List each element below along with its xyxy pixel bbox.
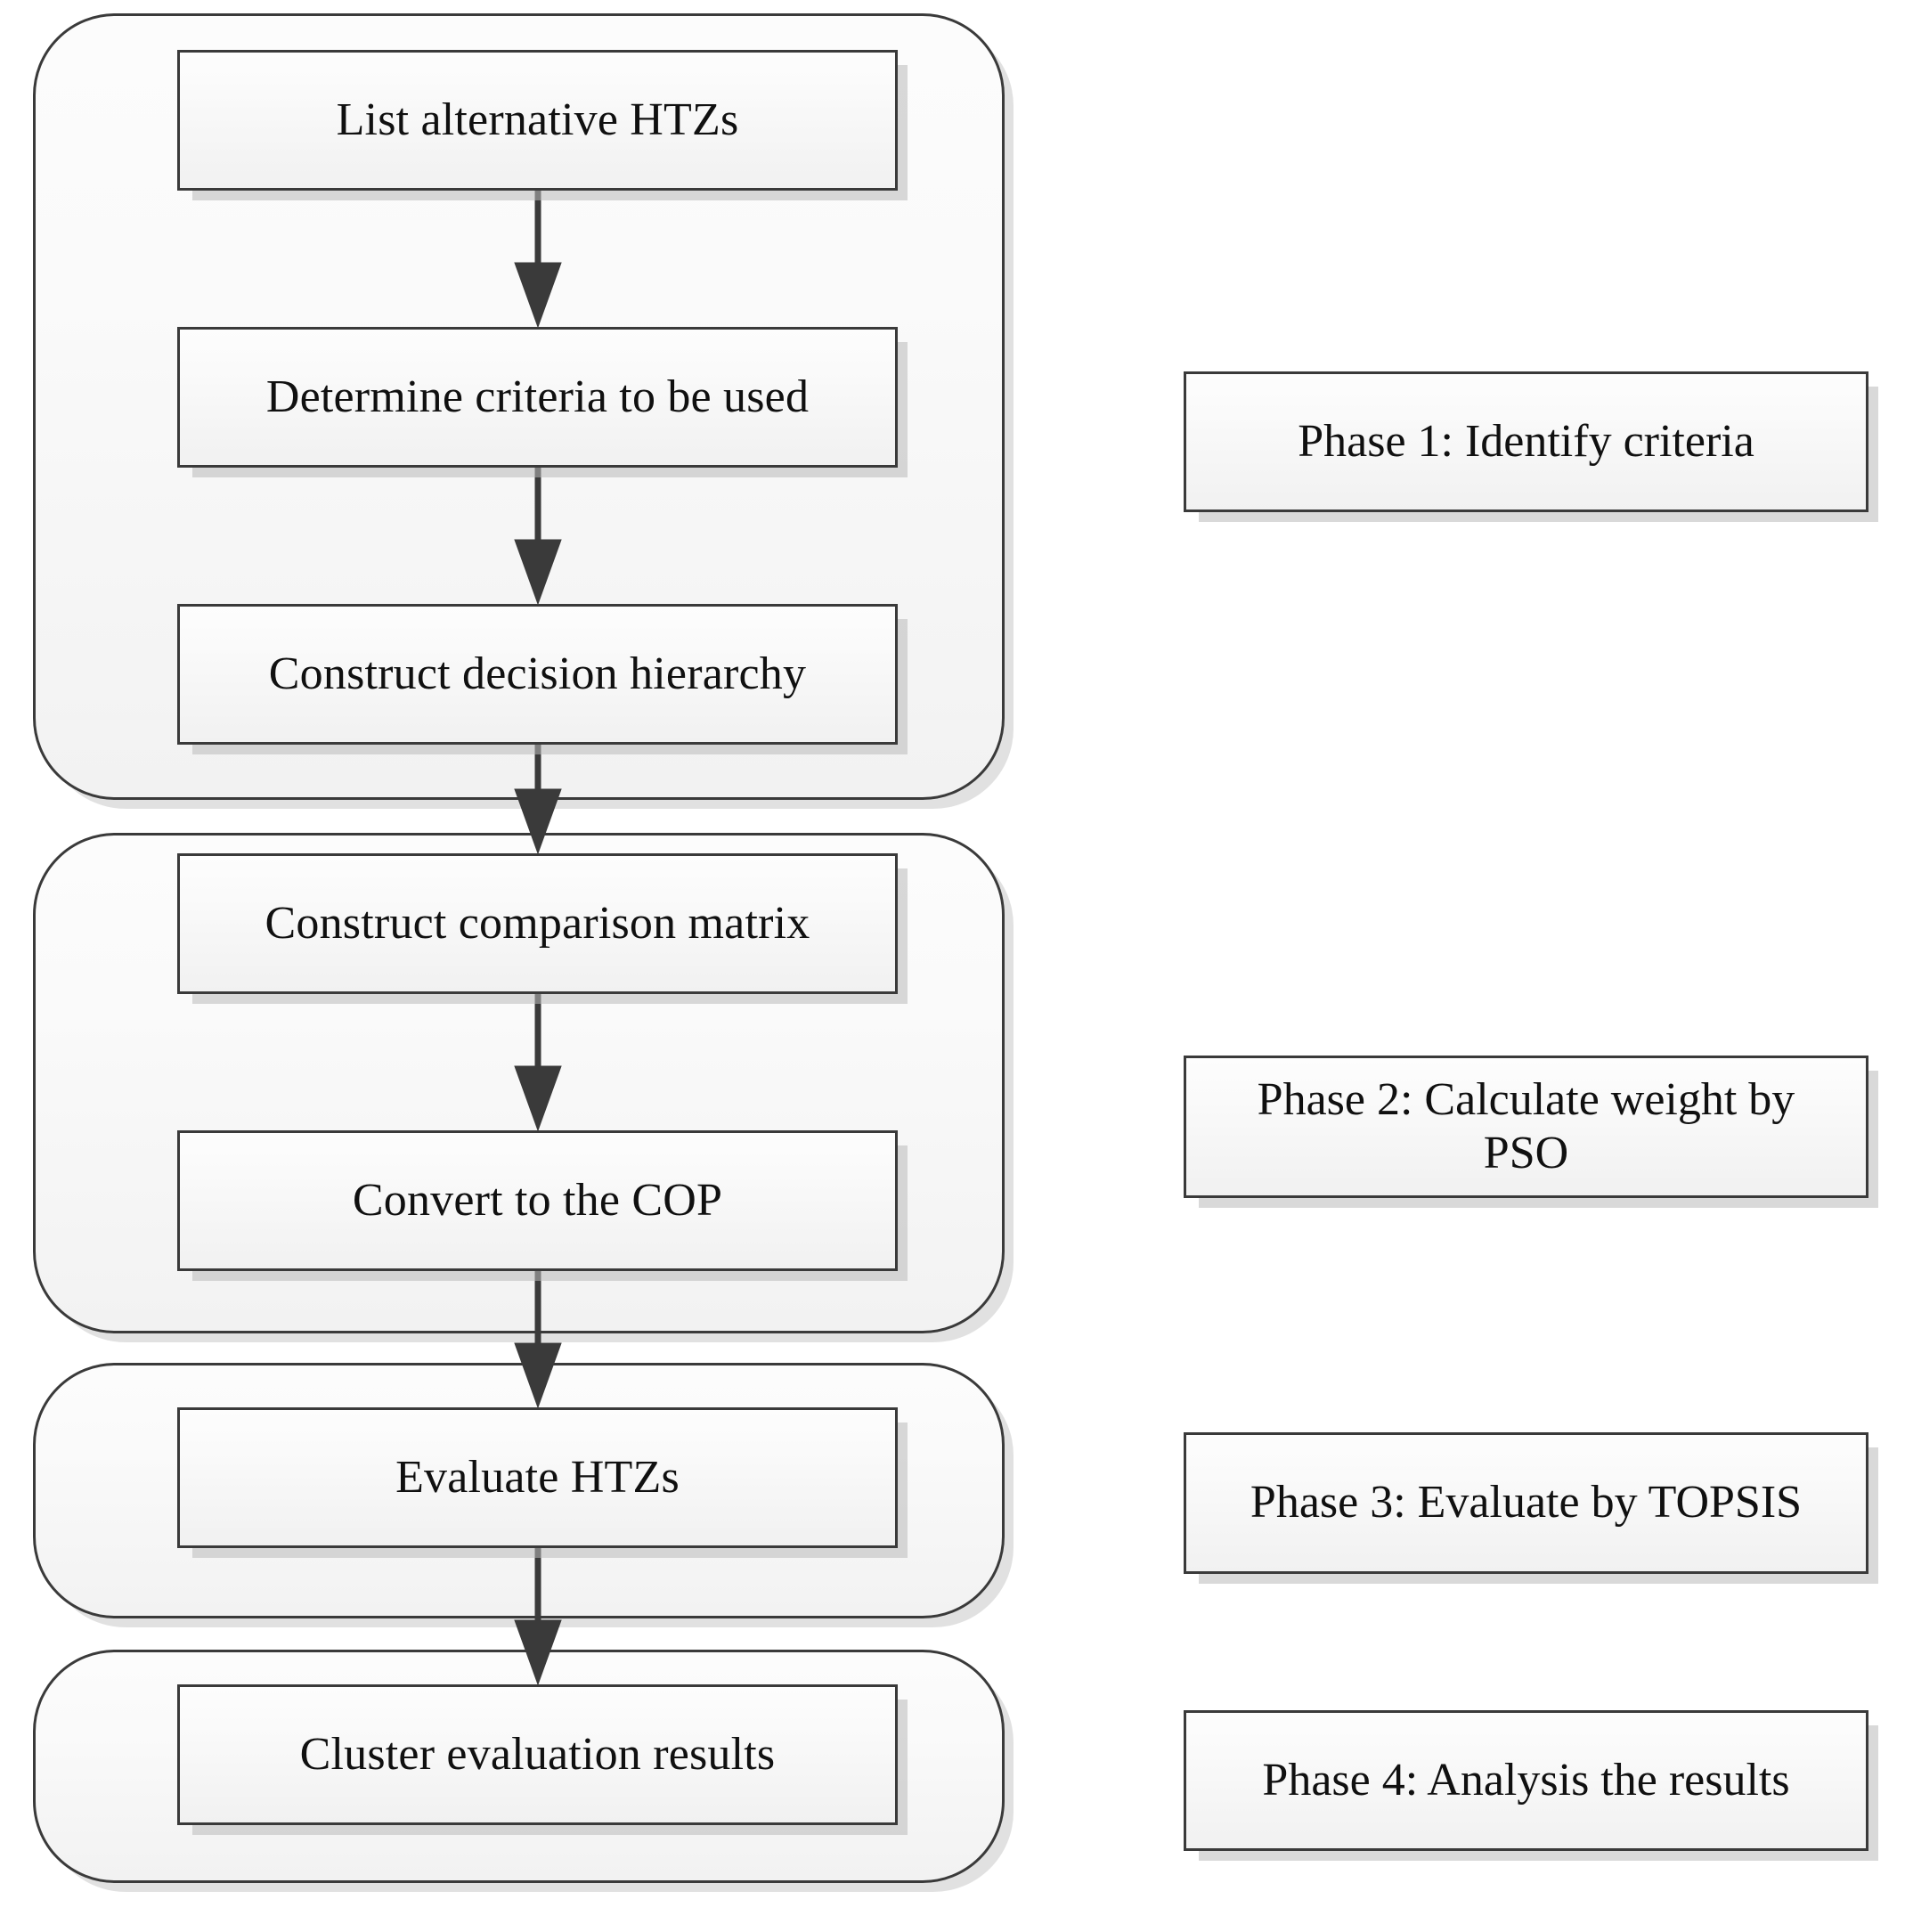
process-box-cluster-evaluation-results[interactable]: Cluster evaluation results <box>177 1684 898 1825</box>
process-box-label: Cluster evaluation results <box>299 1728 776 1780</box>
phase-box-label: Phase 2: Calculate weight by PSO <box>1257 1073 1795 1178</box>
process-box-label: Evaluate HTZs <box>395 1451 680 1503</box>
process-box-label: Determine criteria to be used <box>265 371 810 422</box>
process-box-label: List alternative HTZs <box>336 94 739 145</box>
phase-box-label: Phase 1: Identify criteria <box>1298 415 1754 467</box>
phase-box-3[interactable]: Phase 3: Evaluate by TOPSIS <box>1184 1432 1868 1574</box>
process-box-label: Construct decision hierarchy <box>268 648 807 699</box>
phase-box-label: Phase 3: Evaluate by TOPSIS <box>1250 1477 1803 1528</box>
process-box-convert-to-the-cop[interactable]: Convert to the COP <box>177 1130 898 1271</box>
phase-box-2[interactable]: Phase 2: Calculate weight by PSO <box>1184 1056 1868 1198</box>
process-box-list-alternative-htzs[interactable]: List alternative HTZs <box>177 50 898 191</box>
phase-box-label: Phase 4: Analysis the results <box>1262 1754 1790 1806</box>
process-box-construct-comparison-matrix[interactable]: Construct comparison matrix <box>177 853 898 994</box>
phase-box-4[interactable]: Phase 4: Analysis the results <box>1184 1710 1868 1851</box>
phase-box-1[interactable]: Phase 1: Identify criteria <box>1184 371 1868 512</box>
process-box-label: Convert to the COP <box>352 1174 723 1226</box>
process-box-construct-decision-hierarchy[interactable]: Construct decision hierarchy <box>177 604 898 745</box>
process-box-evaluate-htzs[interactable]: Evaluate HTZs <box>177 1407 898 1548</box>
process-box-determine-criteria[interactable]: Determine criteria to be used <box>177 327 898 468</box>
process-box-label: Construct comparison matrix <box>265 897 810 949</box>
